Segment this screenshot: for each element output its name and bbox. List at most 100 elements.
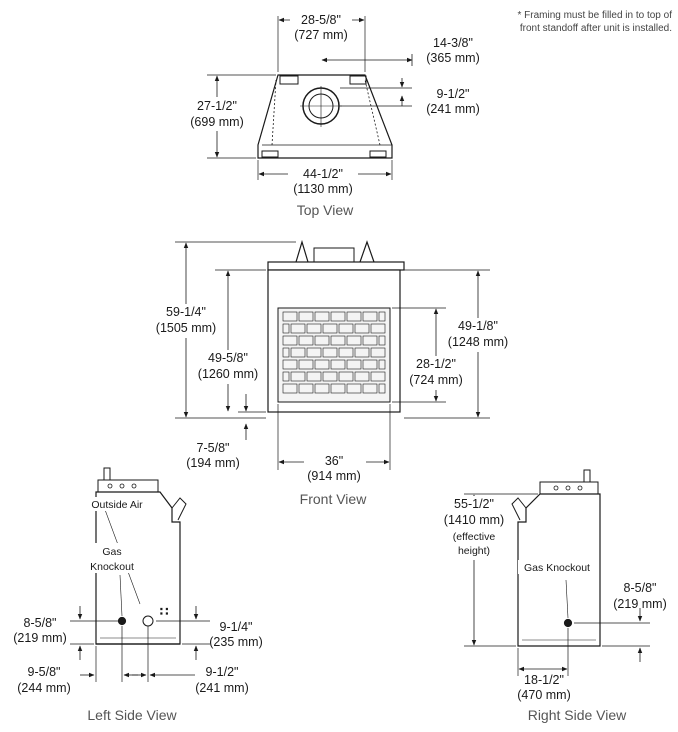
firebox-brick: [314, 335, 330, 346]
opening-height-mm: (724 mm): [409, 373, 462, 387]
firebox-brick: [378, 383, 386, 394]
right-gas-label: Gas Knockout: [524, 562, 590, 574]
vent-offset-in: 9-1/2": [437, 87, 470, 101]
body-height-in: 49-5/8": [208, 351, 248, 365]
firebox-brick: [282, 371, 290, 382]
right-height-in: 49-1/8": [458, 319, 498, 333]
firebox-brick: [370, 347, 386, 358]
front-view-caption: Front View: [300, 491, 368, 507]
right-side-labels: 55-1/2" (1410 mm) (effective height) Gas…: [440, 496, 667, 723]
left-gas-height-in: 8-5/8": [24, 616, 57, 630]
firebox-opening: [277, 307, 391, 403]
right-height-note-2: height): [458, 545, 490, 557]
firebox-brick: [330, 359, 346, 370]
firebox-brick: [282, 335, 298, 346]
firebox-brick: [322, 347, 338, 358]
air-from-front-in: 9-1/2": [206, 665, 239, 679]
firebox-brick: [346, 335, 362, 346]
top-depth-mm: (699 mm): [190, 115, 243, 129]
firebox-brick: [298, 383, 314, 394]
right-depth-mm: (470 mm): [517, 688, 570, 702]
note-line-2: front standoff after unit is installed.: [520, 23, 672, 34]
right-height-mm: (1248 mm): [448, 335, 508, 349]
front-width-mm: (914 mm): [307, 469, 360, 483]
firebox-brick: [362, 383, 378, 394]
firebox-brick: [306, 347, 322, 358]
front-top-plate: [267, 261, 405, 271]
firebox-brick: [346, 311, 362, 322]
firebox-brick: [362, 359, 378, 370]
gas-from-front-mm: (244 mm): [17, 681, 70, 695]
firebox-brick: [378, 311, 386, 322]
right-height-note-1: (effective: [453, 531, 496, 543]
left-gas-height-mm: (219 mm): [13, 631, 66, 645]
firebox-brick: [370, 371, 386, 382]
firebox-brick: [362, 311, 378, 322]
firebox-brick: [290, 323, 306, 334]
firebox-brick: [298, 311, 314, 322]
firebox-brick: [322, 323, 338, 334]
top-bottom-width-in: 44-1/2": [303, 167, 343, 181]
top-offset-in: 14-3/8": [433, 36, 473, 50]
top-width-mm: (727 mm): [294, 28, 347, 42]
firebox-brick: [370, 323, 386, 334]
left-side-caption: Left Side View: [87, 707, 177, 723]
firebox-brick: [306, 323, 322, 334]
firebox-brick: [282, 311, 298, 322]
firebox-brick: [298, 335, 314, 346]
right-side-caption: Right Side View: [528, 707, 627, 723]
top-width-in: 28-5/8": [301, 13, 341, 27]
firebox-brick: [314, 311, 330, 322]
firebox-brick: [354, 371, 370, 382]
right-gas-knockout: [563, 618, 573, 628]
firebox-brick: [346, 359, 362, 370]
firebox-brick: [314, 383, 330, 394]
top-depth-in: 27-1/2": [197, 99, 237, 113]
opening-height-in: 28-1/2": [416, 357, 456, 371]
standoff-left: [279, 75, 299, 85]
firebox-brick: [298, 359, 314, 370]
base-height-mm: (194 mm): [186, 456, 239, 470]
gas-from-front-in: 9-5/8": [28, 665, 61, 679]
firebox-brick: [338, 347, 354, 358]
vent-offset-mm: (241 mm): [426, 102, 479, 116]
left-gas-label-1: Gas: [102, 546, 121, 558]
firebox-brick: [290, 347, 306, 358]
firebox-brick: [354, 347, 370, 358]
firebox-brick: [330, 311, 346, 322]
firebox-brick: [290, 371, 306, 382]
note-line-1: * Framing must be filled in to top of: [517, 10, 672, 21]
firebox-bricks: [282, 311, 386, 394]
firebox-brick: [338, 371, 354, 382]
firebox-brick: [330, 383, 346, 394]
front-view: [267, 239, 405, 413]
air-from-front-mm: (241 mm): [195, 681, 248, 695]
firebox-brick: [322, 371, 338, 382]
top-offset-mm: (365 mm): [426, 51, 479, 65]
overall-height-mm: (1505 mm): [156, 321, 216, 335]
outside-air-label: Outside Air: [91, 499, 143, 511]
right-height-mm: (1410 mm): [444, 513, 504, 527]
left-top-box: [97, 479, 159, 493]
firebox-brick: [338, 323, 354, 334]
left-side-labels: Outside Air Gas Knockout 8-5/8" (219 mm)…: [13, 497, 263, 723]
front-width-in: 36": [325, 454, 343, 468]
front-view-dims: [175, 241, 490, 470]
left-air-height-mm: (235 mm): [209, 635, 262, 649]
firebox-brick: [306, 371, 322, 382]
firebox-brick: [282, 383, 298, 394]
firebox-brick: [362, 335, 378, 346]
firebox-brick: [330, 335, 346, 346]
firebox-brick: [282, 323, 290, 334]
firebox-brick: [282, 347, 290, 358]
left-air-height-in: 9-1/4": [220, 620, 253, 634]
firebox-brick: [346, 383, 362, 394]
right-gas-height-mm: (219 mm): [613, 597, 666, 611]
standoff-right: [349, 75, 367, 85]
top-bottom-width-mm: (1130 mm): [293, 182, 353, 196]
firebox-brick: [378, 335, 386, 346]
base-height-in: 7-5/8": [197, 441, 230, 455]
firebox-brick: [282, 359, 298, 370]
installation-note: * Framing must be filled in to top of fr…: [517, 10, 672, 34]
